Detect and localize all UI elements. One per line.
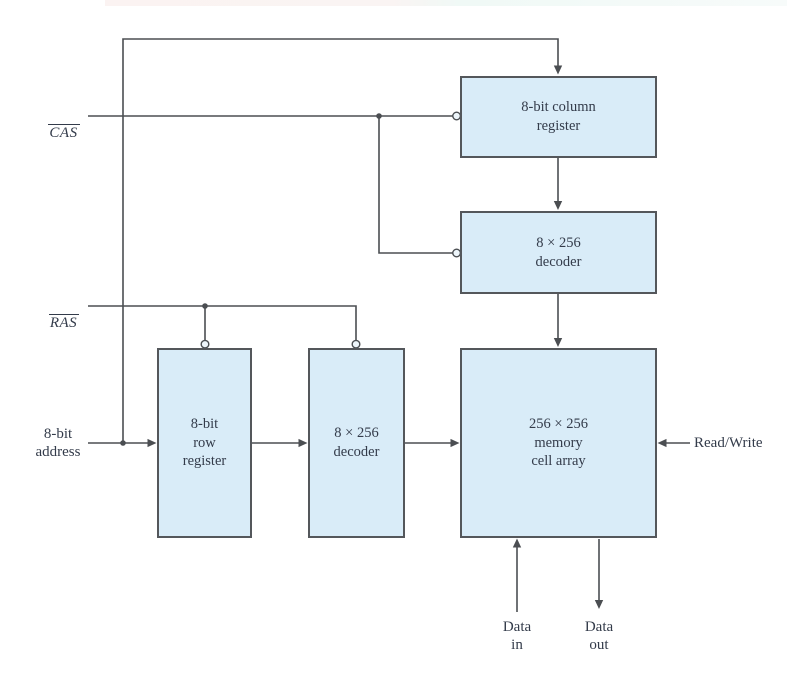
block-label: 8-bit column register [521, 99, 596, 134]
active-low-bubble-icon [200, 339, 210, 349]
read-write-wire [657, 438, 690, 448]
block-column-register: 8-bit column register [460, 76, 657, 158]
row-decoder-to-memory-wire [405, 438, 460, 448]
arrowhead-right-icon [147, 438, 157, 448]
block-label: 256 × 256 memory cell array [529, 415, 588, 470]
junction-dot [202, 303, 208, 309]
address-label: 8-bit address [35, 426, 81, 460]
address-input-wire [88, 438, 157, 448]
arrowhead-down-icon [553, 338, 563, 347]
wire-segment [378, 116, 453, 254]
block-row-decoder: 8 × 256 decoder [308, 348, 405, 538]
cas-wire [88, 111, 462, 258]
data-in-wire [512, 538, 522, 612]
ras-label: RAS [40, 296, 88, 332]
data-out-wire [594, 539, 604, 609]
read-write-label: Read/Write [694, 435, 763, 451]
data-out-label: Data out [584, 619, 614, 653]
column-decoder-to-memory-wire [553, 293, 563, 347]
block-label: 8 × 256 decoder [333, 425, 380, 460]
block-label: 8-bit row register [182, 415, 227, 470]
column-register-to-decoder-wire [553, 157, 563, 210]
arrowhead-up-icon [512, 538, 522, 548]
active-low-bubble-icon [351, 339, 361, 349]
block-row-register: 8-bit row register [157, 348, 252, 538]
arrowhead-left-icon [657, 438, 667, 448]
arrowhead-down-icon [594, 600, 604, 609]
block-column-decoder: 8 × 256 decoder [460, 211, 657, 294]
page-crop-strip [105, 0, 787, 6]
arrowhead-right-icon [450, 438, 460, 448]
row-register-to-decoder-wire [252, 438, 308, 448]
ras-wire [88, 303, 361, 349]
ras-overline-text: RAS [48, 314, 80, 331]
data-in-label: Data in [502, 619, 532, 653]
wire-segment [122, 38, 559, 443]
cas-label: CAS [40, 106, 88, 142]
arrowhead-down-icon [553, 65, 563, 75]
block-memory-cell-array: 256 × 256 memory cell array [460, 348, 657, 538]
wire-segment [88, 305, 357, 341]
cas-overline-text: CAS [48, 124, 80, 141]
arrowhead-down-icon [553, 201, 563, 210]
block-label: 8 × 256 decoder [535, 234, 582, 270]
arrowhead-right-icon [298, 438, 308, 448]
junction-dot [376, 113, 382, 119]
